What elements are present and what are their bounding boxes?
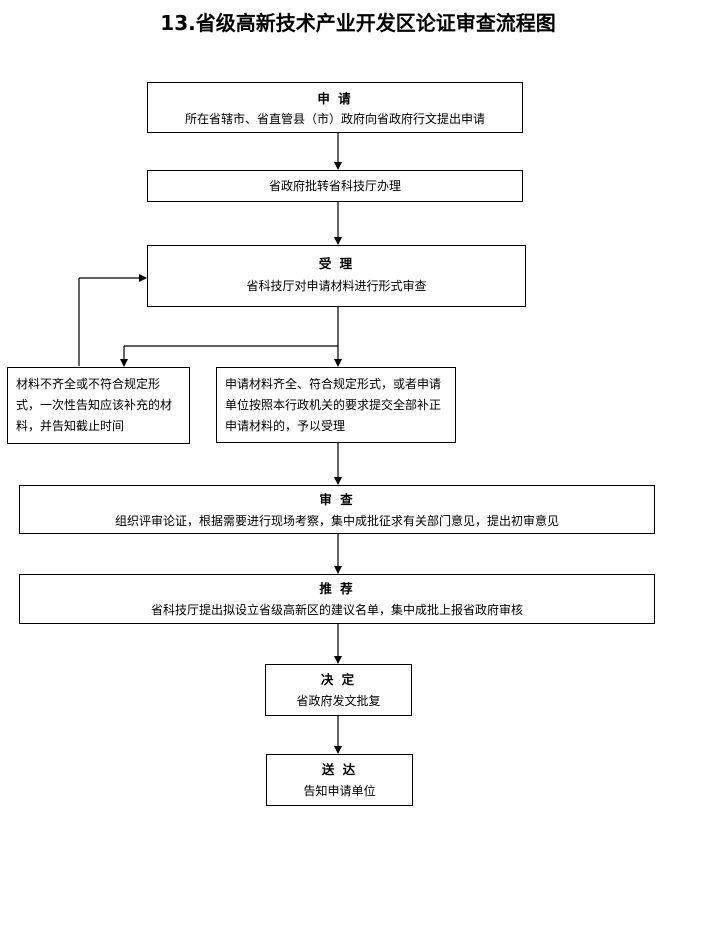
- step-incomplete-box: 材料不齐全或不符合规定形式，一次性告知应该补充的材料，并告知截止时间: [7, 367, 190, 444]
- step-review-text: 组织评审论证，根据需要进行现场考察，集中成批征求有关部门意见，提出初审意见: [114, 514, 559, 528]
- step-deliver-text: 告知申请单位: [303, 784, 376, 798]
- step-apply-text: 所在省辖市、省直管县（市）政府向省政府行文提出申请: [184, 112, 485, 126]
- step-decide-text: 省政府发文批复: [296, 694, 381, 708]
- page-title: 13.省级高新技术产业开发区论证审查流程图: [160, 11, 556, 35]
- step-complete-text: 申请材料齐全、符合规定形式，或者申请单位按照本行政机关的要求提交全部补正申请材料…: [225, 377, 442, 433]
- step-accept-text: 省科技厅对申请材料进行形式审查: [246, 279, 427, 293]
- step-recommend-heading: 推 荐: [319, 581, 355, 596]
- step-decide-box: 决 定 省政府发文批复: [265, 664, 412, 716]
- step-deliver-heading: 送 达: [321, 762, 358, 777]
- step-recommend-box: 推 荐 省科技厅提出拟设立省级高新区的建议名单，集中成批上报省政府审核: [19, 574, 655, 624]
- step-deliver-box: 送 达 告知申请单位: [266, 754, 413, 806]
- step-incomplete-text: 材料不齐全或不符合规定形式，一次性告知应该补充的材料，并告知截止时间: [16, 377, 173, 433]
- step-accept-heading: 受 理: [318, 256, 355, 271]
- step-apply-heading: 申 请: [317, 91, 353, 106]
- step-complete-box: 申请材料齐全、符合规定形式，或者申请单位按照本行政机关的要求提交全部补正申请材料…: [216, 367, 456, 443]
- step-forward-box: 省政府批转省科技厅办理: [147, 170, 523, 202]
- step-recommend-text: 省科技厅提出拟设立省级高新区的建议名单，集中成批上报省政府审核: [150, 603, 523, 617]
- step-apply-box: 申 请 所在省辖市、省直管县（市）政府向省政府行文提出申请: [147, 82, 523, 133]
- step-accept-box: 受 理 省科技厅对申请材料进行形式审查: [147, 245, 526, 307]
- step-review-box: 审 查 组织评审论证，根据需要进行现场考察，集中成批征求有关部门意见，提出初审意…: [19, 485, 655, 534]
- step-forward-text: 省政府批转省科技厅办理: [268, 179, 401, 193]
- step-decide-heading: 决 定: [320, 672, 357, 687]
- step-review-heading: 审 查: [319, 492, 355, 507]
